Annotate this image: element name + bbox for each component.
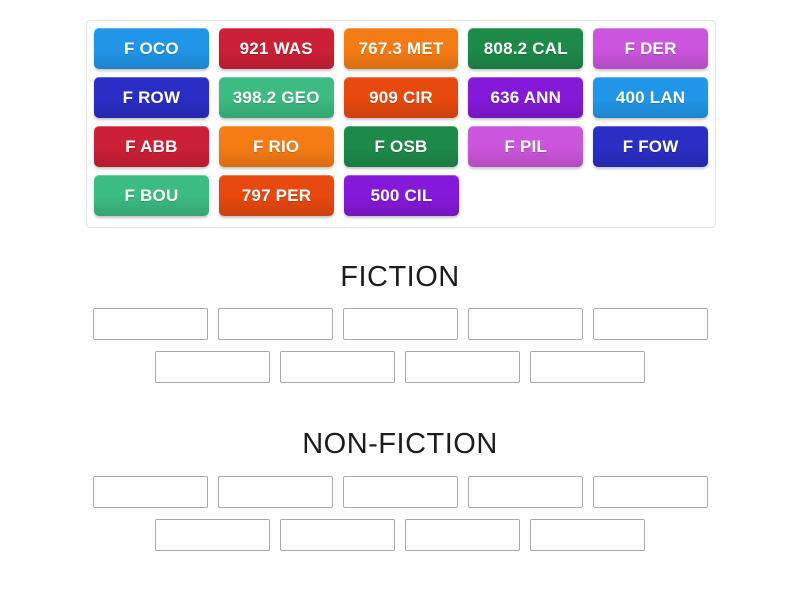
draggable-tile[interactable]: 808.2 CAL	[468, 28, 584, 69]
dropzone-row	[0, 519, 800, 551]
draggable-tile[interactable]: F ABB	[94, 126, 209, 167]
dropzone-slot-nonfiction[interactable]	[92, 476, 208, 508]
draggable-tile[interactable]: 921 WAS	[218, 28, 334, 69]
draggable-tile[interactable]: 767.3 MET	[343, 28, 459, 69]
draggable-tile[interactable]: 398.2 GEO	[218, 77, 334, 118]
draggable-tile[interactable]: F PIL	[468, 126, 584, 167]
dropzone-slot-nonfiction[interactable]	[342, 476, 458, 508]
dropzone-slot-fiction[interactable]	[530, 351, 645, 383]
dropzone-row	[0, 351, 800, 383]
dropzone-group-fiction	[0, 308, 800, 383]
dropzone-slot-fiction[interactable]	[467, 308, 583, 340]
dropzone-slot-nonfiction[interactable]	[155, 519, 270, 551]
dropzone-slot-nonfiction[interactable]	[405, 519, 520, 551]
dropzone-slot-fiction[interactable]	[342, 308, 458, 340]
draggable-tile[interactable]: 797 PER	[219, 175, 334, 216]
draggable-tile[interactable]: F ROW	[94, 77, 209, 118]
dropzone-slot-nonfiction[interactable]	[467, 476, 583, 508]
category-heading-nonfiction: NON-FICTION	[302, 428, 498, 460]
category-heading-fiction: FICTION	[340, 261, 460, 293]
dropzone-slot-nonfiction[interactable]	[280, 519, 395, 551]
draggable-tile[interactable]: F OCO	[94, 28, 209, 69]
dropzone-slot-fiction[interactable]	[217, 308, 333, 340]
draggable-tile[interactable]: F OSB	[343, 126, 459, 167]
draggable-tile[interactable]: 400 LAN	[593, 77, 708, 118]
dropzone-row	[0, 308, 800, 340]
dropzone-row	[0, 476, 800, 508]
dropzone-slot-nonfiction[interactable]	[592, 476, 708, 508]
dropzone-slot-fiction[interactable]	[592, 308, 708, 340]
dropzone-slot-fiction[interactable]	[280, 351, 395, 383]
dropzone-slot-fiction[interactable]	[405, 351, 520, 383]
dropzone-slot-fiction[interactable]	[92, 308, 208, 340]
draggable-tile[interactable]: 636 ANN	[468, 77, 584, 118]
dropzone-slot-fiction[interactable]	[155, 351, 270, 383]
dropzone-slot-nonfiction[interactable]	[217, 476, 333, 508]
draggable-tile[interactable]: F FOW	[593, 126, 708, 167]
draggable-tile[interactable]: 909 CIR	[343, 77, 459, 118]
draggable-tile[interactable]: F BOU	[94, 175, 209, 216]
draggable-tile[interactable]: 500 CIL	[344, 175, 459, 216]
draggable-tile[interactable]: F DER	[593, 28, 708, 69]
draggable-tile[interactable]: F RIO	[218, 126, 334, 167]
dropzone-group-nonfiction	[0, 476, 800, 551]
dropzone-slot-nonfiction[interactable]	[530, 519, 645, 551]
